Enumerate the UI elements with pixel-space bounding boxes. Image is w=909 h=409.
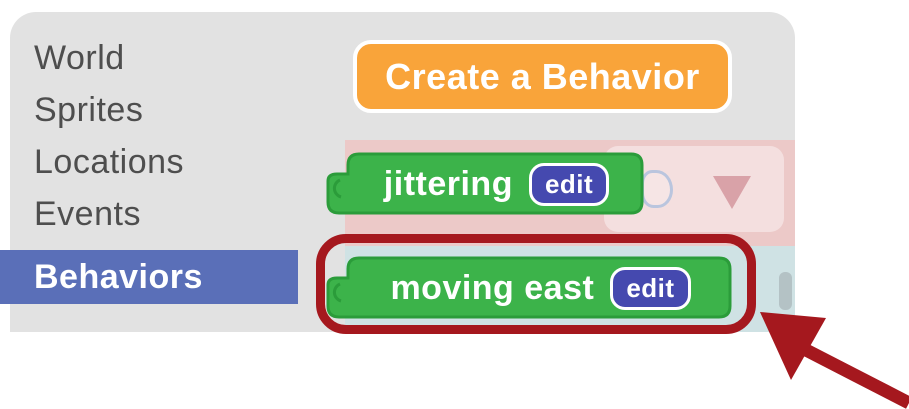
behavior-name-label: moving east [390, 268, 595, 307]
sidebar-item-behaviors[interactable]: Behaviors [0, 250, 298, 304]
sidebar-item-world[interactable]: World [34, 38, 125, 77]
sidebar-item-sprites[interactable]: Sprites [34, 90, 144, 129]
behavior-name-label: jittering [383, 164, 513, 203]
sidebar-item-behaviors-label: Behaviors [34, 257, 203, 296]
ghost-sprite-thumbnail-icon [641, 170, 673, 208]
edit-behavior-button[interactable]: edit [528, 162, 610, 206]
edit-behavior-button[interactable]: edit [610, 266, 691, 310]
dropdown-arrow-icon [713, 176, 751, 209]
sidebar-item-events[interactable]: Events [34, 194, 141, 233]
behavior-block-moving-east[interactable]: moving east edit [325, 256, 733, 320]
create-behavior-button[interactable]: Create a Behavior [353, 40, 732, 113]
behavior-block-jittering[interactable]: jittering edit [325, 152, 645, 216]
ghost-scrollbar [779, 272, 792, 310]
sidebar-item-locations[interactable]: Locations [34, 142, 185, 181]
